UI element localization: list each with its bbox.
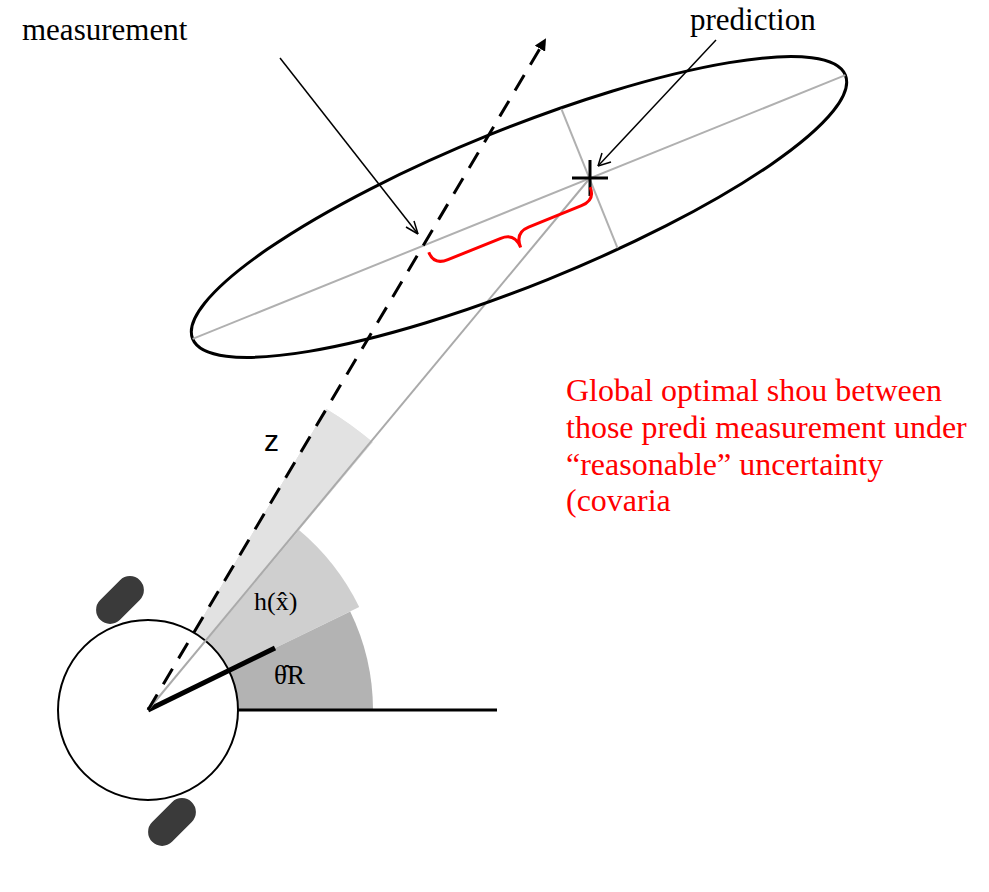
major-axis bbox=[193, 75, 846, 339]
note-text: Global optimal shou between those predi … bbox=[566, 372, 976, 519]
symbol-label: θ̂R bbox=[274, 660, 305, 691]
leader-line bbox=[598, 40, 716, 166]
leader-line bbox=[280, 58, 418, 234]
minor-axis bbox=[561, 109, 617, 248]
wheel bbox=[142, 792, 201, 851]
measurement-line bbox=[148, 40, 545, 710]
callout-label: prediction bbox=[690, 2, 816, 38]
leader-arrow bbox=[598, 153, 611, 166]
callout-label: measurement bbox=[22, 12, 187, 48]
uncertainty-ellipse bbox=[163, 3, 874, 411]
symbol-label: h(x̂) bbox=[254, 587, 297, 617]
difference-brace bbox=[429, 187, 602, 280]
leader-arrow bbox=[406, 221, 418, 234]
symbol-label: z bbox=[264, 424, 279, 459]
prediction-line bbox=[148, 178, 590, 710]
